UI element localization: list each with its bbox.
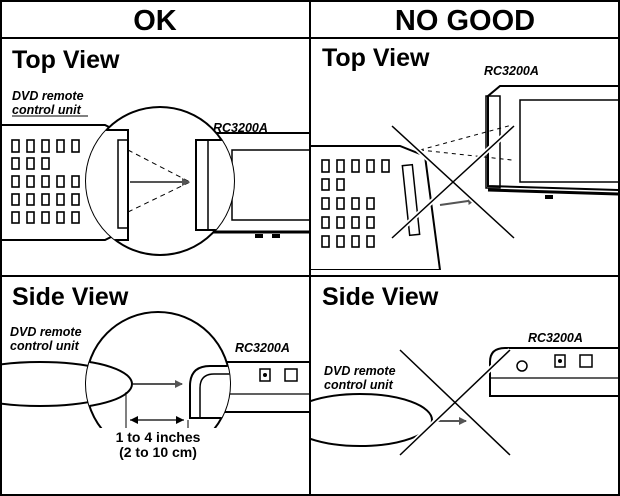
panel-title: Side View bbox=[322, 283, 439, 311]
panel-ok-side-view: Side View DVD remote control unit RC3200… bbox=[2, 283, 309, 460]
no-good-cross-icon bbox=[391, 125, 515, 239]
distance-label-inches: 1 to 4 inches bbox=[116, 429, 201, 445]
panel-ok-top-view: Top View DVD remote control unit RC3200A bbox=[2, 46, 309, 256]
remote-label-line-1: DVD remote bbox=[12, 89, 84, 103]
device-base bbox=[487, 188, 618, 196]
remote-label-line-1: DVD remote bbox=[324, 364, 396, 378]
header-ok: OK bbox=[133, 5, 177, 37]
remote-buttons bbox=[321, 159, 390, 248]
header-no-good: NO GOOD bbox=[395, 5, 535, 37]
device-body bbox=[489, 347, 618, 397]
illustration-ng-top bbox=[311, 85, 618, 270]
remote-buttons bbox=[11, 139, 80, 224]
illustration-ng-side bbox=[311, 347, 618, 447]
ir-beam-arrow bbox=[439, 197, 476, 206]
device-label: RC3200A bbox=[484, 64, 539, 78]
remote-label-line-2: control unit bbox=[324, 378, 394, 392]
device-body bbox=[487, 85, 618, 191]
panel-ng-top-view: Top View RC3200A bbox=[311, 44, 618, 270]
remote-body bbox=[311, 145, 442, 270]
device-screen bbox=[519, 99, 618, 183]
panel-title: Top View bbox=[322, 44, 430, 72]
panel-ng-side-view: Side View DVD remote control unit RC3200… bbox=[311, 283, 618, 457]
panel-title: Top View bbox=[12, 46, 120, 74]
remote-label-line-2: control unit bbox=[10, 339, 80, 353]
remote-label-line-1: DVD remote bbox=[10, 325, 82, 339]
remote-label-line-2: control unit bbox=[12, 103, 82, 117]
panel-title: Side View bbox=[12, 283, 129, 311]
no-good-cross-icon bbox=[399, 349, 511, 456]
device-label: RC3200A bbox=[528, 331, 583, 345]
device-label: RC3200A bbox=[213, 121, 268, 135]
distance-label-cm: (2 to 10 cm) bbox=[119, 444, 197, 460]
device-label: RC3200A bbox=[235, 341, 290, 355]
magnifier-ok-side: 1 to 4 inches (2 to 10 cm) bbox=[85, 311, 231, 460]
